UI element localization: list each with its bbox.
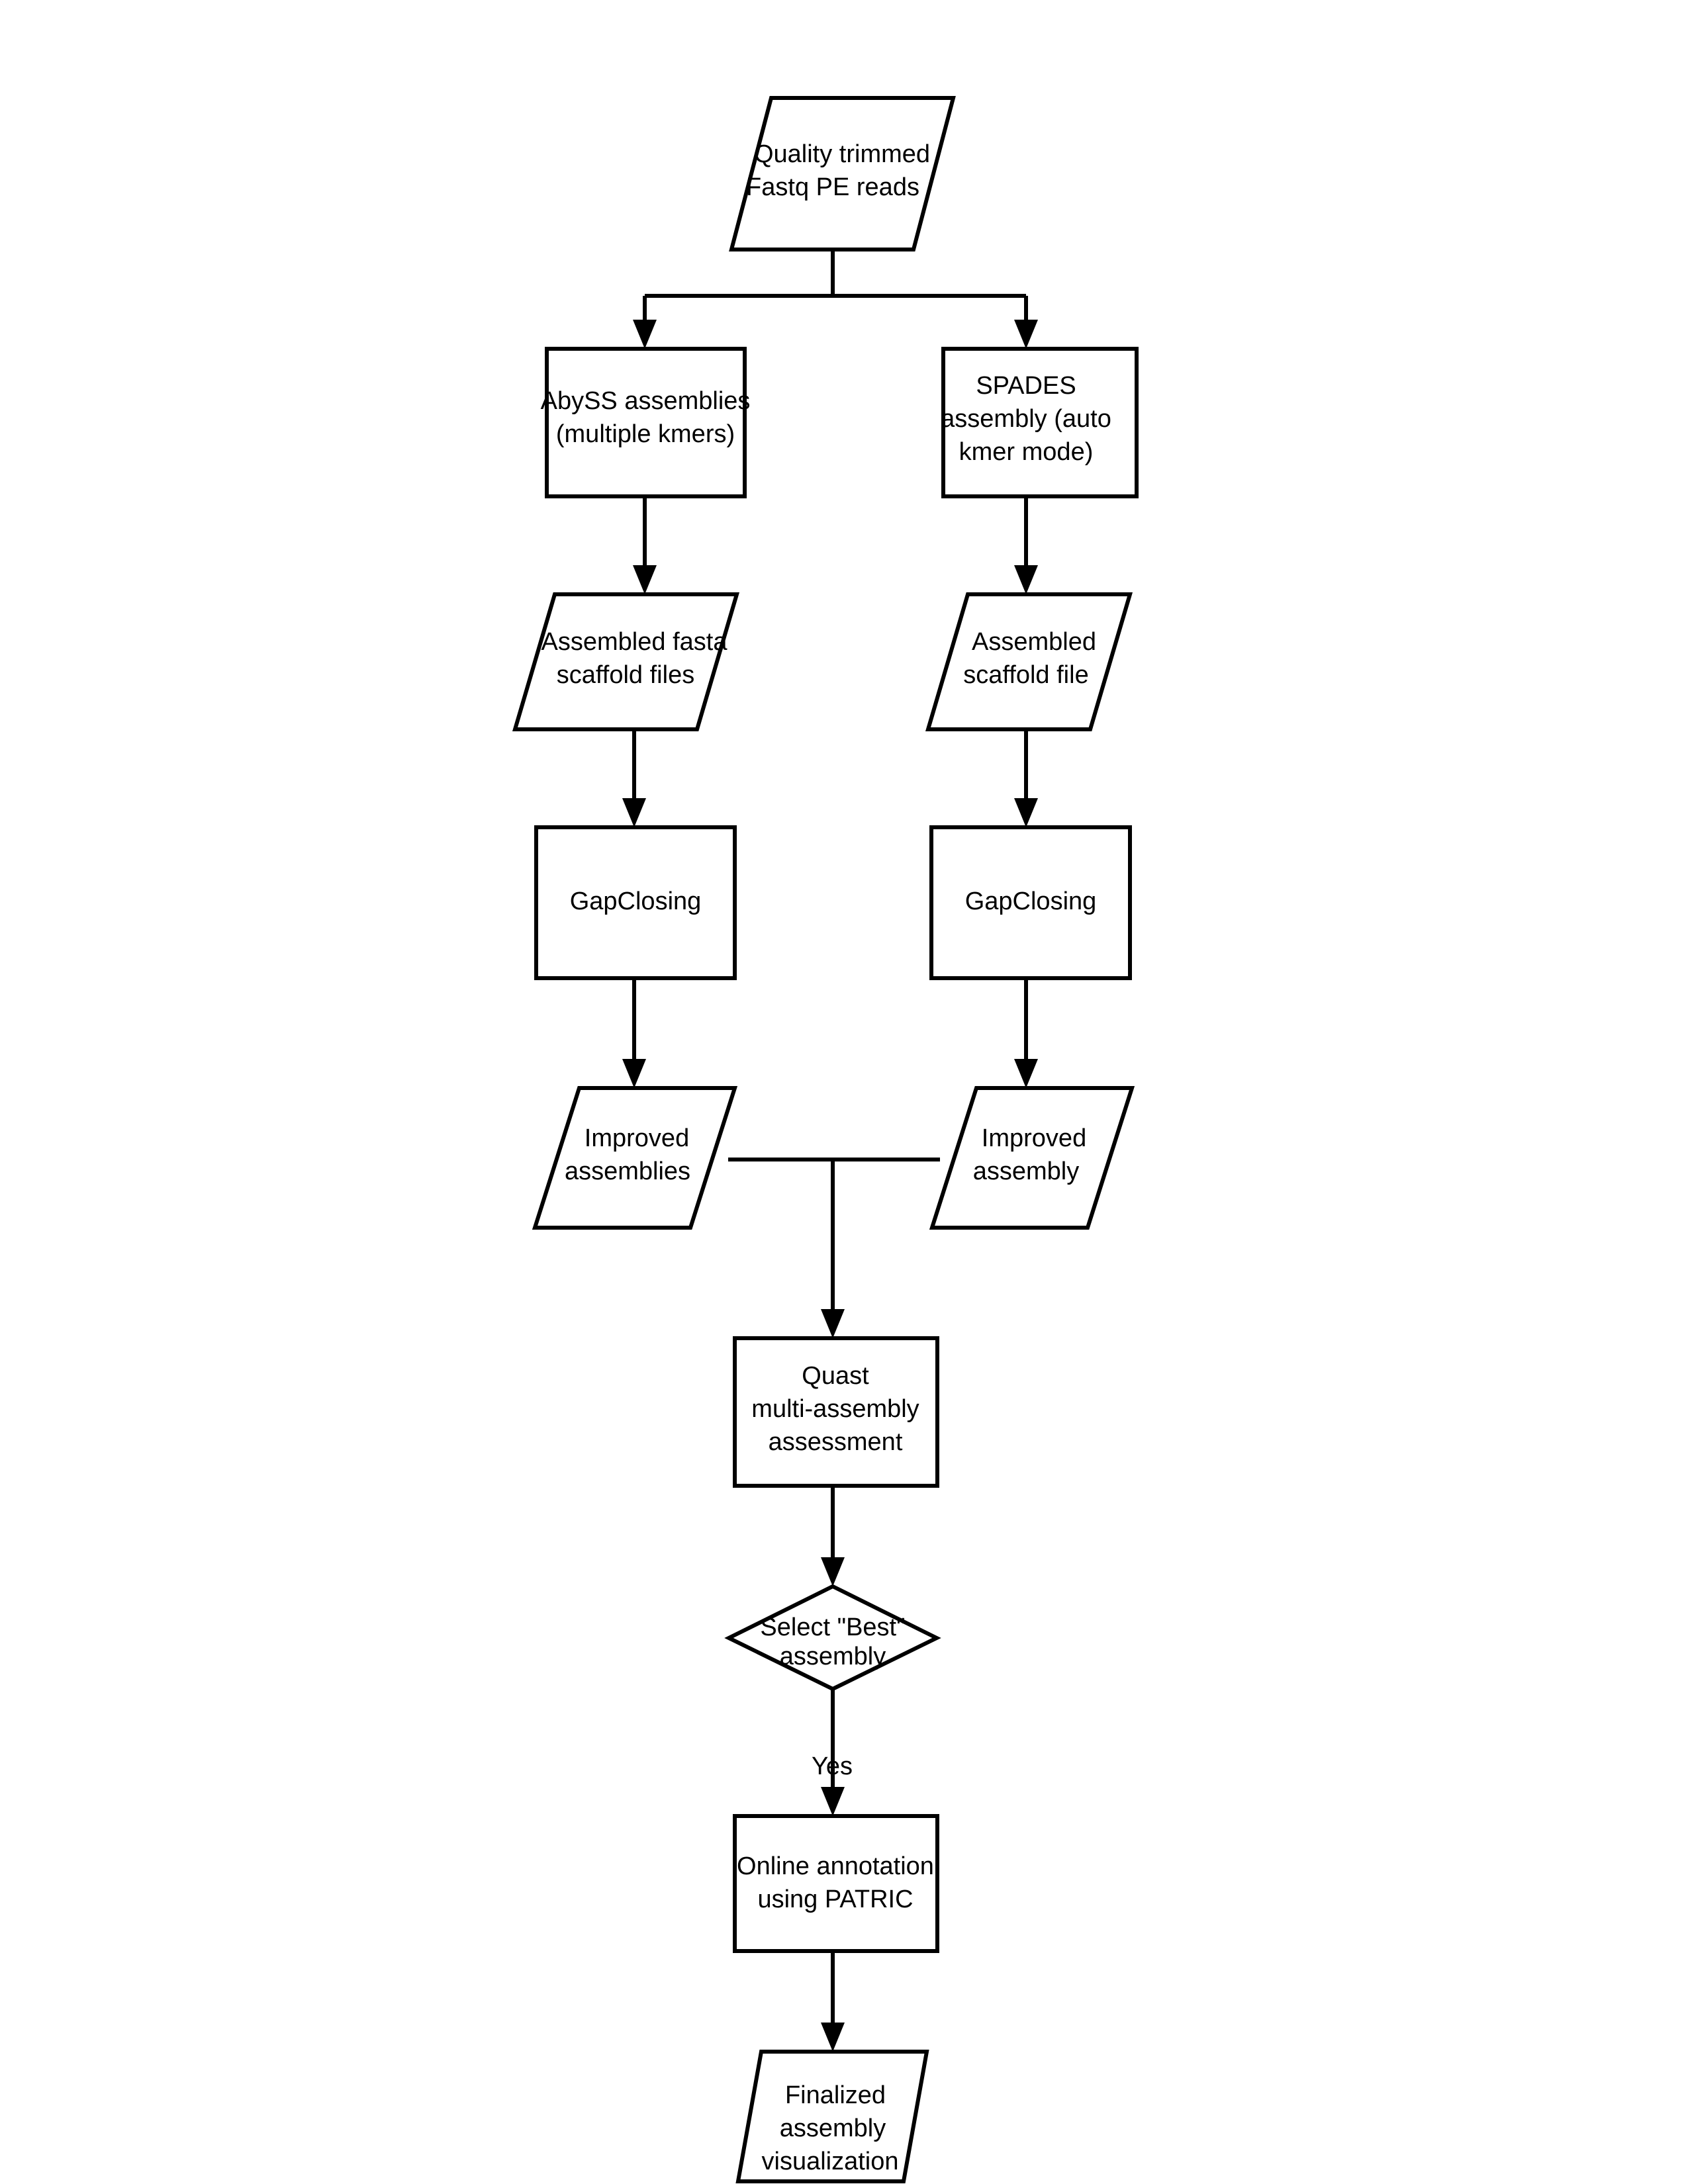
improved-assembly-line-1: Improved [982,1124,1086,1152]
abyss-scaffolds-line-2: scaffold files [557,661,694,689]
edge-gapclosing-right-to-improved [1014,978,1038,1088]
abyss-line-2: (multiple kmers) [556,420,735,448]
finalized-line-1: Finalized [785,2081,886,2109]
abyss-line-1: AbySS assemblies [541,387,751,415]
input-reads-line-2: Fastq PE reads [746,173,919,201]
arrowhead-icon [1014,1059,1038,1088]
node-select-best[interactable]: Select "Best" assembly [724,1584,941,1692]
node-abyss-scaffolds[interactable]: Assembled fasta scaffold files [512,592,740,731]
node-patric[interactable]: Online annotation using PATRIC [733,1814,939,1953]
spades-scaffold-parallelogram [925,592,1133,731]
edge-improved-to-quast [728,1158,940,1338]
node-improved-assembly[interactable]: Improved assembly [929,1086,1135,1230]
abyss-rect [545,347,747,498]
edge-input-to-assemblers [633,250,1038,349]
edge-select-to-patric: Yes [812,1689,853,1816]
edge-patric-to-finalized [821,1951,845,2052]
node-spades-scaffold[interactable]: Assembled scaffold file [925,592,1133,731]
spades-line-2: assembly (auto [941,405,1111,433]
gapclosing-right-rect [929,825,1132,980]
edge-scaffolds-to-gapclosing-left [622,729,646,827]
edge-label-yes: Yes [812,1752,853,1780]
gapclosing-left-label: GapClosing [570,887,702,915]
quast-rect [733,1336,939,1488]
edge-quast-to-select [821,1486,845,1586]
improved-assemblies-line-2: assemblies [565,1158,690,1185]
edge-abyss-to-scaffolds [633,496,657,594]
spades-line-1: SPADES [976,372,1076,400]
abyss-scaffolds-parallelogram [512,592,740,731]
node-abyss[interactable]: AbySS assemblies (multiple kmers) [541,347,751,498]
node-finalized[interactable]: Finalized assembly visualization [735,2050,929,2183]
node-gapclosing-left[interactable]: GapClosing [534,825,737,980]
abyss-scaffolds-line-1: Assembled fasta [541,628,728,656]
arrowhead-icon [1014,320,1038,349]
edge-scaffold-to-gapclosing-right [1014,729,1038,827]
select-best-line-1: Select "Best" [760,1614,905,1641]
quast-line-3: assessment [769,1428,903,1456]
improved-assembly-line-2: assembly [973,1158,1080,1185]
spades-rect [941,347,1139,498]
arrowhead-icon [821,1309,845,1338]
node-gapclosing-right[interactable]: GapClosing [929,825,1132,980]
finalized-line-2: assembly [780,2115,886,2142]
arrowhead-icon [821,2023,845,2052]
arrowhead-icon [821,1557,845,1586]
arrowhead-icon [622,798,646,827]
node-improved-assemblies[interactable]: Improved assemblies [532,1086,738,1230]
select-best-diamond [724,1584,941,1692]
finalized-line-3: visualization [762,2148,899,2175]
node-input-reads[interactable]: Quality trimmed Fastq PE reads [729,96,956,251]
spades-scaffold-line-1: Assembled [972,628,1096,656]
edge-gapclosing-left-to-improved [622,978,646,1088]
gapclosing-right-label: GapClosing [965,887,1097,915]
improved-assemblies-parallelogram [532,1086,738,1230]
node-spades[interactable]: SPADES assembly (auto kmer mode) [941,347,1139,498]
improved-assemblies-line-1: Improved [585,1124,689,1152]
arrowhead-icon [821,1787,845,1816]
spades-line-3: kmer mode) [959,438,1094,466]
patric-line-1: Online annotation [737,1852,934,1880]
input-reads-line-1: Quality trimmed [754,140,930,168]
node-quast[interactable]: Quast multi-assembly assessment [733,1336,939,1488]
input-reads-parallelogram [729,96,956,251]
patric-line-2: using PATRIC [757,1886,913,1913]
arrowhead-icon [633,565,657,594]
arrowhead-icon [622,1059,646,1088]
select-best-line-2: assembly [780,1643,886,1670]
edge-spades-to-scaffold [1014,496,1038,594]
finalized-parallelogram [735,2050,929,2183]
arrowhead-icon [1014,565,1038,594]
spades-scaffold-line-2: scaffold file [963,661,1088,689]
gapclosing-left-rect [534,825,737,980]
quast-line-1: Quast [802,1362,869,1390]
arrowhead-icon [633,320,657,349]
improved-assembly-parallelogram [929,1086,1135,1230]
quast-line-2: multi-assembly [751,1395,919,1423]
arrowhead-icon [1014,798,1038,827]
patric-rect [733,1814,939,1953]
